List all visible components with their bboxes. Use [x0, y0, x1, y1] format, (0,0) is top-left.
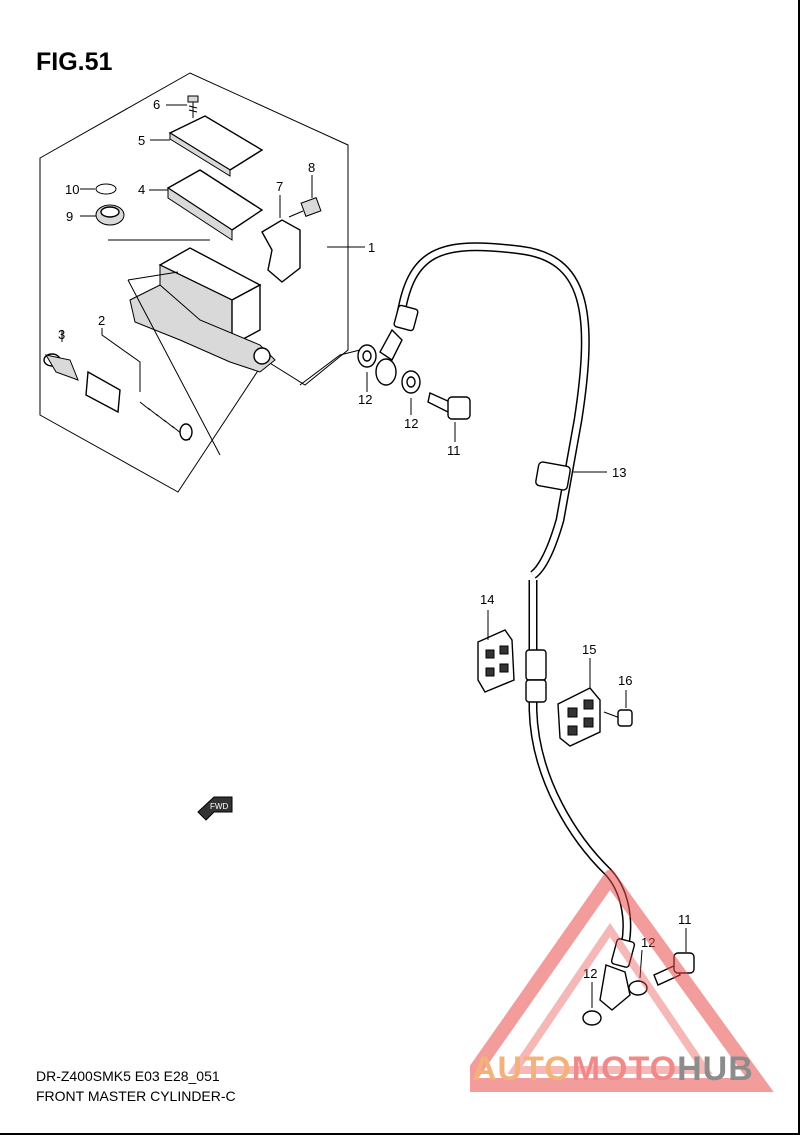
assembly-outline: [39, 72, 349, 493]
callout-15: 15: [582, 642, 596, 657]
part-10-circlip: [95, 183, 117, 195]
part-7-clamp: [261, 219, 301, 283]
callout-10: 10: [65, 182, 79, 197]
part-3-boot: [43, 353, 79, 381]
figure-caption: FRONT MASTER CYLINDER-C: [36, 1088, 236, 1104]
callout-9: 9: [66, 209, 73, 224]
callout-11a: 11: [447, 443, 461, 458]
part-1-master-cylinder: [127, 247, 276, 456]
part-13-brake-hose: [379, 242, 636, 1011]
figure-title: FIG.51: [36, 48, 113, 76]
fwd-direction-marker: FWD: [197, 796, 233, 821]
part-9-boot: [95, 204, 125, 226]
watermark-wordmark: AUTOMOTOHUB: [472, 1050, 754, 1089]
callout-7: 7: [276, 179, 283, 194]
callout-3: 3: [58, 327, 65, 342]
part-2-piston-kit: [85, 370, 193, 441]
watermark-logo: [470, 870, 774, 1092]
watermark-hub: HUB: [677, 1050, 754, 1088]
part-6-screw: [187, 95, 199, 118]
callout-11b: 11: [678, 912, 692, 927]
callout-5: 5: [138, 133, 145, 148]
callout-13: 13: [612, 465, 626, 480]
callout-12d: 12: [583, 966, 597, 981]
watermark-auto: AUTO: [472, 1050, 572, 1088]
part-8-bolt: [288, 197, 322, 218]
fwd-label: FWD: [210, 802, 228, 811]
callout-12b: 12: [404, 416, 418, 431]
part-14-bracket: [477, 610, 515, 693]
part-16-bolt: [603, 690, 633, 727]
model-code: DR-Z400SMK5 E03 E28_051: [36, 1068, 220, 1084]
watermark-moto: MOTO: [571, 1050, 678, 1088]
callout-14: 14: [480, 592, 494, 607]
callout-6: 6: [153, 97, 160, 112]
callout-8: 8: [308, 160, 315, 175]
callout-2: 2: [98, 313, 105, 328]
callout-16: 16: [618, 673, 632, 688]
part-15-bracket: [557, 658, 601, 747]
callout-4: 4: [138, 182, 145, 197]
lower-washers-bolt: [582, 928, 695, 1026]
upper-washers-bolt: [299, 344, 471, 442]
callout-12a: 12: [358, 392, 372, 407]
callout-1: 1: [368, 240, 375, 255]
